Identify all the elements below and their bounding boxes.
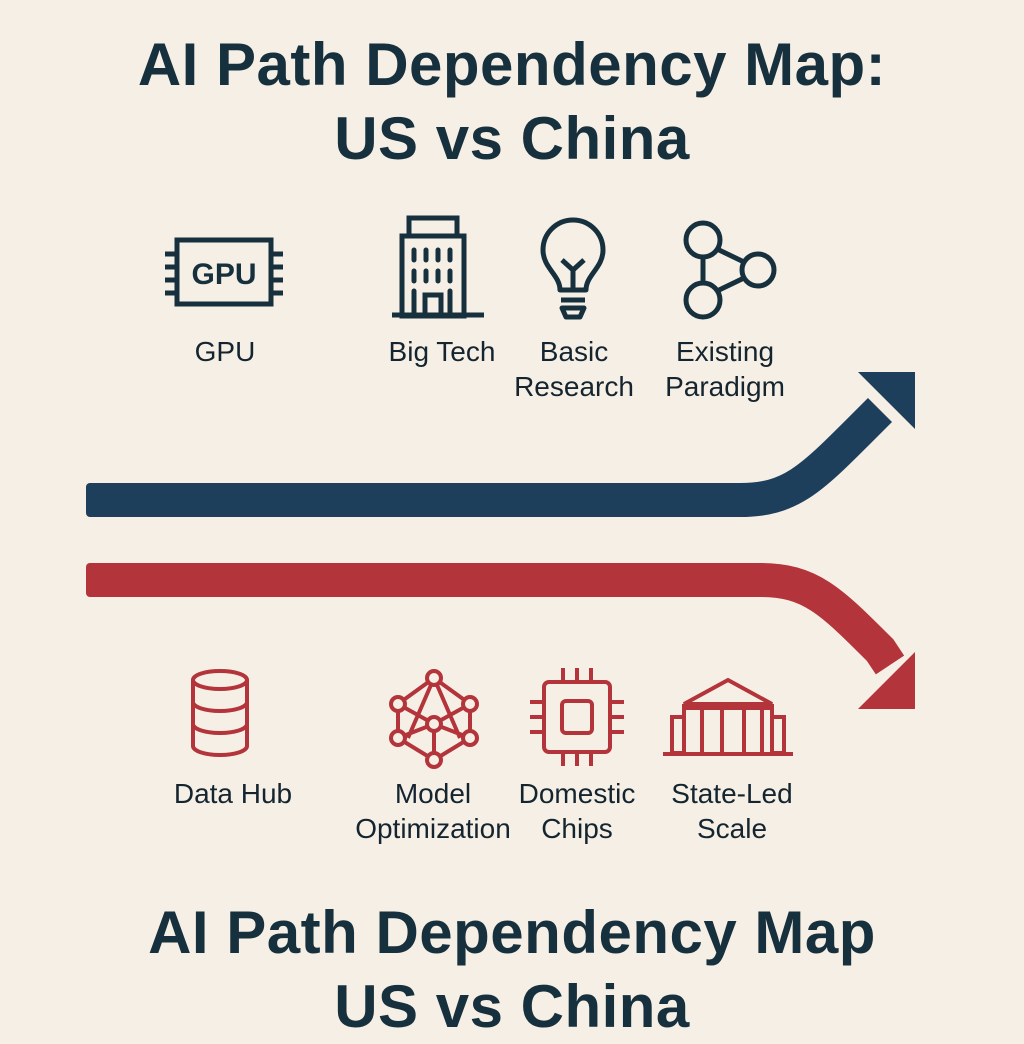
footer-title-line-1: AI Path Dependency Map xyxy=(148,899,876,966)
label-text: Big Tech xyxy=(388,336,496,367)
label-line: Research xyxy=(514,371,634,402)
label-line: Optimization xyxy=(355,813,511,844)
label-line: Basic xyxy=(539,336,609,367)
footer-title: AI Path Dependency Map US vs China xyxy=(0,896,1024,1044)
label-line: Model xyxy=(394,778,472,809)
government-building-icon xyxy=(663,677,793,756)
gpu-chip-icon: GPU xyxy=(165,237,283,307)
label-line: Paradigm xyxy=(665,371,785,402)
label-line: State-Led xyxy=(671,778,793,809)
chip-icon xyxy=(530,668,624,766)
label-gpu: GPU xyxy=(125,334,325,369)
title-line-1: AI Path Dependency Map: xyxy=(137,31,887,98)
label-text: GPU xyxy=(194,336,256,367)
gpu-chip-text: GPU xyxy=(191,258,256,291)
label-line: Domestic xyxy=(518,778,636,809)
label-big-tech: Big Tech xyxy=(342,334,542,369)
china-path-arrow xyxy=(86,563,915,709)
neural-network-icon xyxy=(389,669,479,769)
label-line: Existing xyxy=(675,336,775,367)
footer-title-line-2: US vs China xyxy=(334,973,690,1040)
title-line-2: US vs China xyxy=(334,105,690,172)
label-line: Chips xyxy=(541,813,613,844)
page-title: AI Path Dependency Map: US vs China xyxy=(0,28,1024,176)
database-icon xyxy=(191,669,249,757)
label-line: Scale xyxy=(696,813,768,844)
lightbulb-icon xyxy=(540,217,606,320)
us-path-arrow xyxy=(86,372,915,517)
building-icon xyxy=(392,215,484,319)
network-nodes-icon xyxy=(683,220,777,320)
label-data-hub: Data Hub xyxy=(133,776,333,811)
label-text: Data Hub xyxy=(173,778,293,809)
